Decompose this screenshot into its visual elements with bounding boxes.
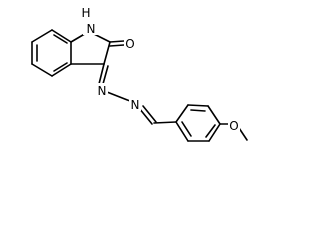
bond xyxy=(31,29,53,43)
bond xyxy=(208,123,221,142)
bond xyxy=(51,63,72,77)
bond xyxy=(93,33,111,43)
bond xyxy=(106,91,131,102)
bond xyxy=(31,63,53,77)
atom-label-carbonyl-oxygen: O xyxy=(125,37,134,51)
bond xyxy=(102,65,109,85)
bond xyxy=(138,107,153,125)
phenyl-ring xyxy=(175,104,221,142)
methoxy-group xyxy=(219,123,248,141)
bond xyxy=(142,105,157,123)
bond xyxy=(53,34,68,44)
bond xyxy=(103,41,111,65)
hydrazone-linker xyxy=(98,63,177,125)
bond xyxy=(98,63,105,85)
atom-label-nh: H xyxy=(81,6,90,20)
bond xyxy=(51,29,72,43)
bond xyxy=(207,105,221,125)
bond xyxy=(153,121,177,124)
bond xyxy=(205,124,216,138)
molecule-structure: H N O N N O xyxy=(31,6,248,142)
lactam-ring xyxy=(70,31,125,65)
atom-label-hydrazone-n2: N xyxy=(131,98,140,112)
bond xyxy=(175,121,189,142)
bond xyxy=(175,104,189,123)
bond xyxy=(53,62,68,72)
atom-label-hydrazone-n1: N xyxy=(98,84,107,98)
atom-label-methoxy-oxygen: O xyxy=(229,119,238,133)
atom-label-n-indole: N xyxy=(87,22,96,36)
bond xyxy=(190,109,206,112)
bond xyxy=(109,44,125,47)
benzo-ring xyxy=(31,29,72,77)
bond xyxy=(187,104,209,107)
bond xyxy=(109,40,125,43)
bond xyxy=(238,127,248,141)
bond xyxy=(181,121,192,137)
